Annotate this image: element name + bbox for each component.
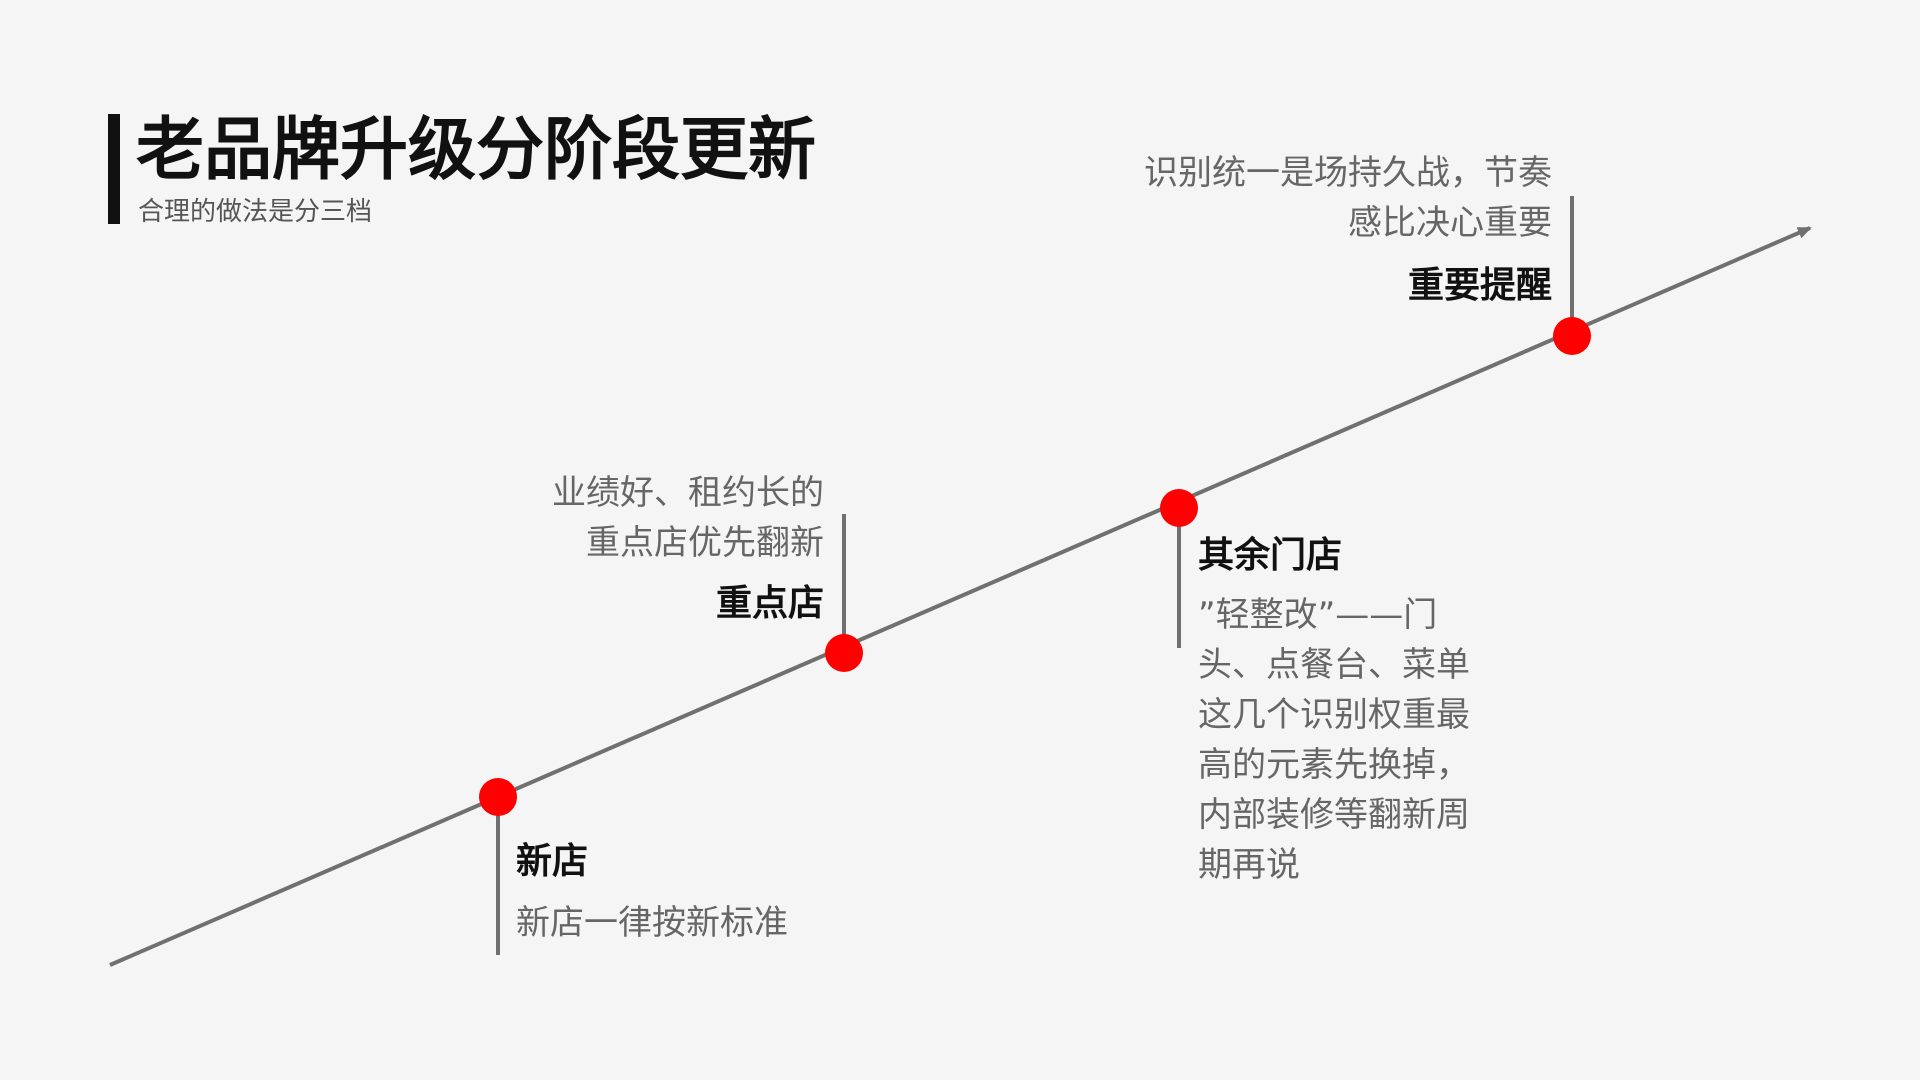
desc-line: 这几个识别权重最 bbox=[1198, 695, 1470, 735]
desc-line: 头、点餐台、菜单 bbox=[1198, 645, 1470, 685]
milestone-desc-key-store: 业绩好、租约长的 重点店优先翻新 bbox=[552, 468, 824, 568]
desc-line: 内部装修等翻新周 bbox=[1198, 795, 1470, 835]
title-accent-bar bbox=[108, 114, 120, 224]
milestone-label-reminder: 重要提醒 bbox=[1407, 265, 1552, 306]
desc-line: ”轻整改”——门 bbox=[1198, 595, 1438, 635]
desc-line: 期再说 bbox=[1198, 845, 1300, 885]
timeline-arrow-line bbox=[109, 226, 1812, 967]
dot-key-store bbox=[825, 634, 863, 672]
dot-new-store bbox=[479, 778, 517, 816]
desc-line: 高的元素先换掉， bbox=[1198, 745, 1470, 785]
desc-line: 感比决心重要 bbox=[1348, 203, 1552, 243]
milestone-desc-new-store: 新店一律按新标准 bbox=[516, 903, 788, 943]
milestone-desc-reminder: 识别统一是场持久战，节奏 感比决心重要 bbox=[1144, 148, 1552, 248]
desc-line: 业绩好、租约长的 bbox=[552, 473, 824, 513]
milestone-label-new-store: 新店 bbox=[516, 841, 589, 882]
desc-line: 重点店优先翻新 bbox=[586, 523, 824, 563]
desc-line: 识别统一是场持久战，节奏 bbox=[1144, 153, 1552, 193]
dot-other-stores bbox=[1160, 489, 1198, 527]
milestone-desc-other-stores: ”轻整改”——门 头、点餐台、菜单 这几个识别权重最 高的元素先换掉， 内部装修… bbox=[1198, 590, 1470, 890]
milestone-label-other-stores: 其余门店 bbox=[1198, 535, 1343, 576]
milestone-label-key-store: 重点店 bbox=[715, 583, 824, 624]
dot-reminder bbox=[1553, 317, 1591, 355]
page-title: 老品牌升级分阶段更新 bbox=[136, 111, 817, 190]
page-subtitle: 合理的做法是分三档 bbox=[138, 197, 373, 227]
